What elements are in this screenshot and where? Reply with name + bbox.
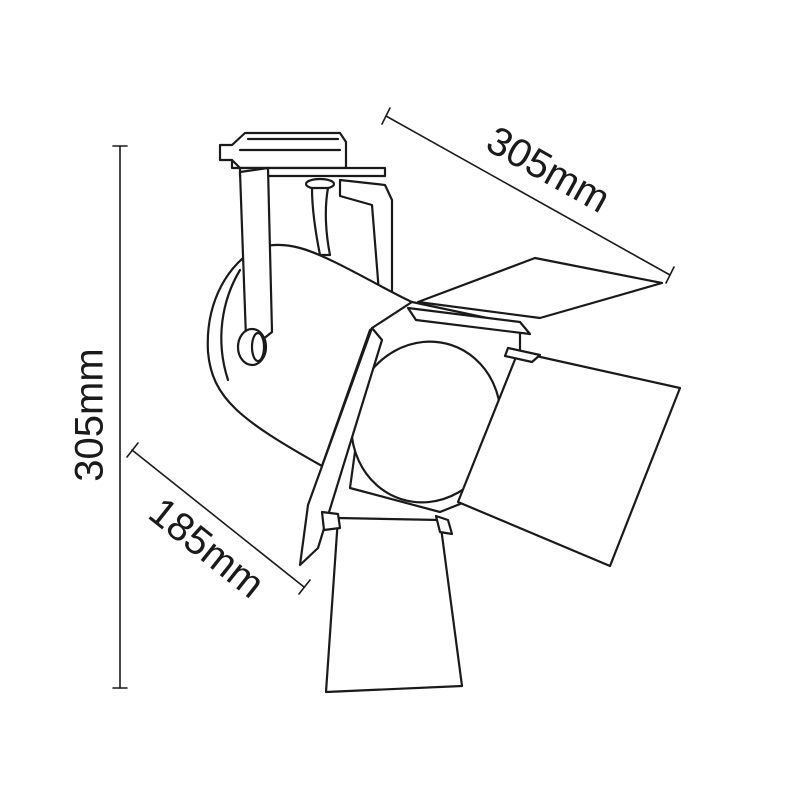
depth-dimension-tick-start bbox=[126, 442, 139, 458]
track-adapter bbox=[218, 131, 387, 178]
barn-door-bottom-hinge-right bbox=[434, 514, 454, 536]
height-dimension-label: 305mm bbox=[68, 348, 112, 481]
barn-door-top bbox=[406, 256, 664, 336]
length-dimension-line bbox=[385, 115, 671, 276]
barn-door-bottom-hinge bbox=[320, 510, 342, 532]
barn-door-top-flap bbox=[416, 256, 664, 320]
depth-dimension-label: 185mm bbox=[141, 489, 273, 606]
barn-door-right bbox=[456, 346, 682, 568]
spotlight-fixture bbox=[206, 131, 682, 694]
depth-dimension-tick-end bbox=[298, 579, 311, 595]
barn-door-bottom-flap bbox=[324, 516, 464, 694]
driver-stem bbox=[304, 177, 336, 257]
barn-door-left bbox=[298, 326, 384, 567]
length-dimension: 305mm bbox=[381, 107, 675, 284]
barn-door-top-hinge bbox=[406, 306, 532, 336]
yoke-front-arm-group bbox=[236, 166, 274, 367]
length-dimension-tick-start bbox=[381, 107, 391, 125]
barn-door-bottom bbox=[320, 510, 464, 694]
depth-dimension: 185mm bbox=[126, 442, 311, 607]
height-dimension: 305mm bbox=[68, 145, 128, 689]
adapter-step bbox=[230, 158, 242, 170]
depth-dimension-line bbox=[131, 449, 305, 588]
barn-door-left-flap bbox=[298, 326, 384, 567]
barn-door-right-hinge bbox=[503, 346, 542, 364]
barn-door-right-flap bbox=[456, 350, 682, 568]
length-dimension-tick-end bbox=[665, 266, 675, 284]
tilt-knob-center bbox=[250, 331, 266, 363]
stem-rod bbox=[310, 186, 332, 257]
lamp-body-rim bbox=[220, 268, 242, 382]
yoke-front-arm bbox=[238, 166, 274, 342]
